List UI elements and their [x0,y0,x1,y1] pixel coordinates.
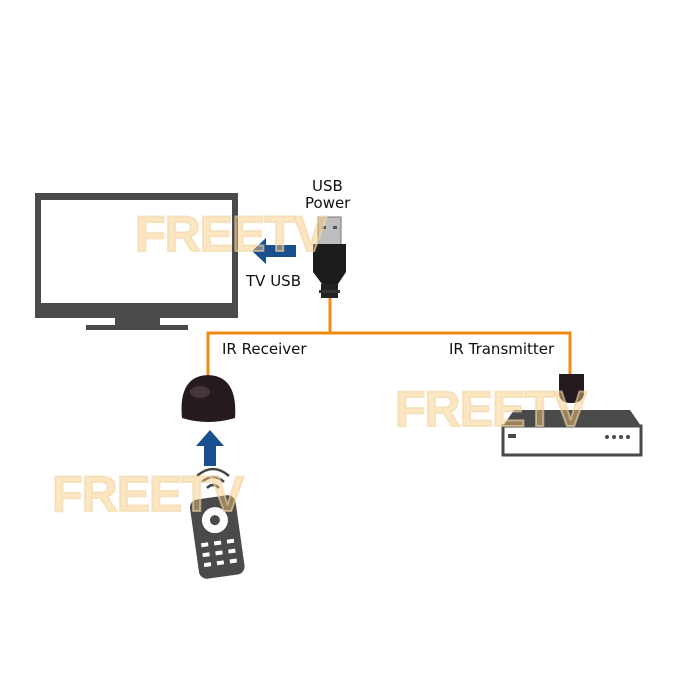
usb-plug-icon [313,216,346,298]
power-label: Power [305,194,351,212]
tv-usb-label: TV USB [246,272,301,290]
ir-receiver-icon [181,375,236,422]
ir-receiver-label: IR Receiver [222,340,307,358]
ir-transmitter-label: IR Transmitter [449,340,555,358]
watermark-logo: FREETV [134,205,328,263]
tv-icon [35,193,238,330]
orange-cable [206,298,572,378]
ir-transmitter-icon [559,374,584,403]
signal-waves-icon [196,467,230,489]
arrow-left-icon [252,238,296,264]
remote-control-icon [189,495,245,579]
set-top-box-icon [501,410,643,457]
watermark-logo: FREETV [394,380,588,438]
arrow-up-icon [196,430,224,466]
usb-label: USB [312,177,343,195]
watermark-logo: FREETV [51,465,245,523]
